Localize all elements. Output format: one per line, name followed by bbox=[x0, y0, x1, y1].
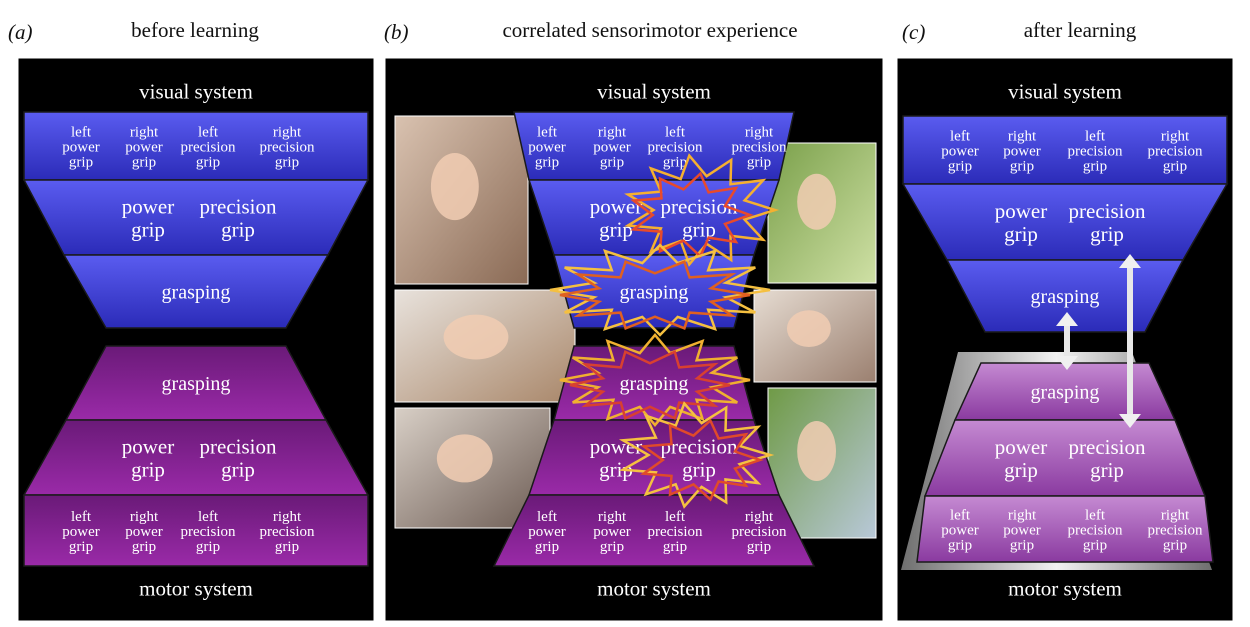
spark-shape bbox=[559, 260, 751, 330]
spark-shape bbox=[569, 349, 731, 421]
visual-grasping-label: grasping bbox=[1031, 286, 1100, 308]
spark-shape bbox=[640, 418, 764, 502]
motor-system-label: motor system bbox=[139, 576, 253, 600]
motor-system-label: motor system bbox=[597, 576, 711, 600]
arrow-grasping bbox=[1056, 312, 1078, 370]
visual-grasping-label: grasping bbox=[620, 282, 689, 304]
spark-shape bbox=[630, 171, 754, 259]
child-tree-icon bbox=[767, 142, 877, 284]
motor-mid-level bbox=[22, 419, 370, 496]
panel-a-label: (a) bbox=[8, 20, 33, 44]
visual-system-label: visual system bbox=[1008, 79, 1122, 103]
visual-system-label: visual system bbox=[139, 79, 253, 103]
panel-c-label: (c) bbox=[902, 20, 926, 44]
spark-shape bbox=[624, 153, 780, 267]
crawling-baby-icon bbox=[753, 289, 877, 383]
visual-mid-level bbox=[901, 183, 1229, 261]
motor-fine-level bbox=[23, 494, 369, 567]
visual-mid-level bbox=[22, 179, 370, 256]
visual-top-level bbox=[62, 254, 330, 329]
motor-grasping-label: grasping bbox=[620, 373, 689, 395]
toddler-icon bbox=[394, 115, 529, 285]
motor-fine-level bbox=[916, 495, 1214, 563]
spark-shape bbox=[618, 401, 775, 509]
panel-a-title: before learning bbox=[131, 18, 259, 42]
panel-b-label: (b) bbox=[384, 20, 409, 44]
visual-top-level bbox=[945, 259, 1185, 333]
panel-c-title: after learning bbox=[1023, 18, 1137, 42]
spark-shape bbox=[559, 333, 751, 427]
spark-shape bbox=[549, 243, 771, 337]
visual-grasping-label: grasping bbox=[162, 282, 231, 304]
panel-b-title: correlated sensorimotor experience bbox=[502, 18, 798, 42]
infant-mother-icon bbox=[394, 289, 576, 403]
motor-system-label: motor system bbox=[1008, 576, 1122, 600]
motor-mid-level bbox=[923, 419, 1207, 497]
visual-system-label: visual system bbox=[597, 79, 711, 103]
arrow-precision bbox=[1119, 254, 1141, 428]
motor-grasping-label: grasping bbox=[1031, 382, 1100, 404]
motor-grasping-label: grasping bbox=[162, 373, 231, 395]
